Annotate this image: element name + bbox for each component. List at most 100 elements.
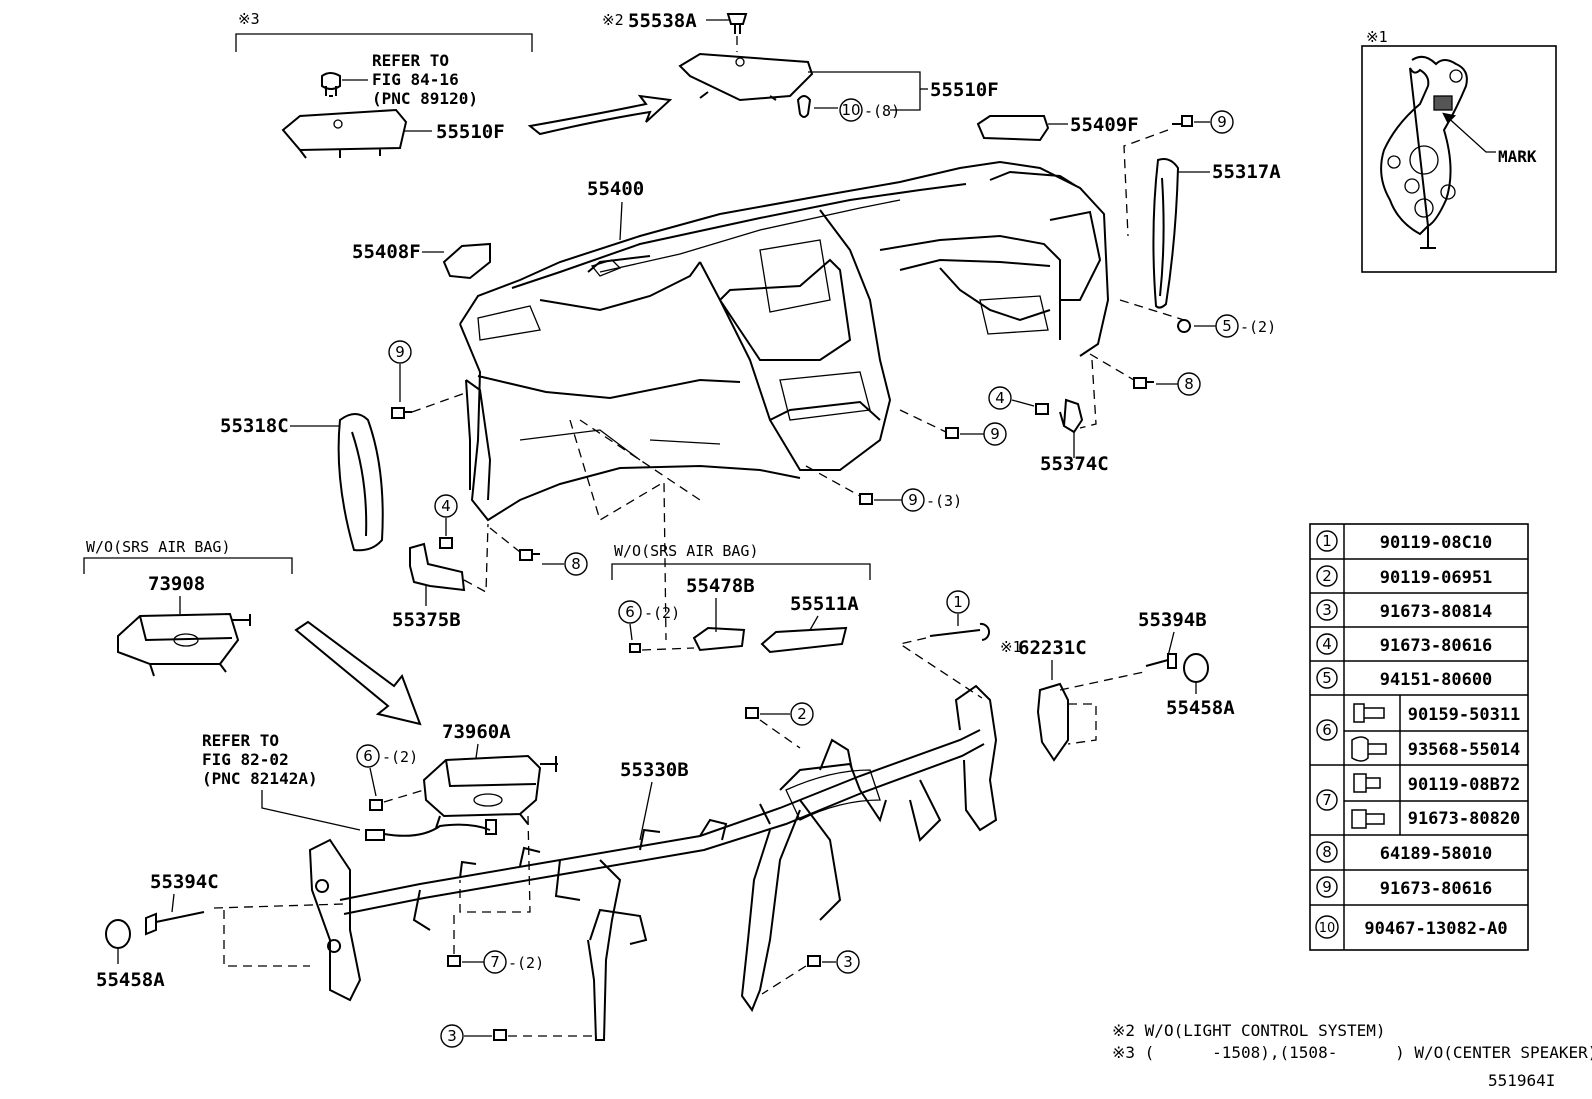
callout-1: 1 xyxy=(953,593,963,611)
reinforcement-55330b-part xyxy=(308,684,998,1041)
callout-9-lower: 9 xyxy=(908,491,918,509)
legend-part-7a: 90119-08B72 xyxy=(1408,775,1521,795)
callout-8-right: 8 xyxy=(1184,375,1194,393)
label-55374c: 55374C xyxy=(1040,453,1109,475)
label-73960a: 73960A xyxy=(442,721,511,743)
direction-arrow xyxy=(527,94,673,136)
legend-row-1: 1 90119-08C10 xyxy=(1316,530,1493,553)
legend-no-3: 3 xyxy=(1322,601,1332,619)
screw-icon-6b xyxy=(1351,736,1387,762)
refer-fig-82-02-line2: FIG 82-02 xyxy=(202,750,289,769)
group-55318c: 55318C 9 xyxy=(220,340,469,552)
panel-55400-part xyxy=(459,160,1110,522)
bracket-62231c-part xyxy=(1036,682,1069,762)
legend-no-8: 8 xyxy=(1322,843,1332,861)
legend-no-1: 1 xyxy=(1322,532,1332,550)
callout-9-top: 9 xyxy=(1217,113,1227,131)
legend-part-8: 64189-58010 xyxy=(1380,844,1493,864)
legend-part-10: 90467-13082-A0 xyxy=(1364,919,1507,939)
callout-4-right: 4 xyxy=(995,389,1005,407)
group-73908: W/O(SRS AIR BAG) 73908 xyxy=(83,538,422,726)
group-55408f: 55408F xyxy=(352,241,491,280)
label-55394c: 55394C xyxy=(150,871,219,893)
refer-fig-84-16-line1: REFER TO xyxy=(372,51,449,70)
note-mark1-inline: ※1 xyxy=(1000,638,1022,656)
label-55318c: 55318C xyxy=(220,415,289,437)
label-55409f: 55409F xyxy=(1070,114,1139,136)
callout-6-left-qty: -(2) xyxy=(382,748,418,766)
group-62231c: 1 ※1 62231C 55394B 55458A xyxy=(898,590,1235,762)
label-55458a-left: 55458A xyxy=(96,969,165,991)
group-55510f-top: ※2 55538A 10 -(8) 55510F xyxy=(602,10,999,122)
clip-10-part xyxy=(796,95,812,118)
footnote-mark2: ※2 W/O(LIGHT CONTROL SYSTEM) xyxy=(1112,1021,1386,1040)
group-55478b-55511a: W/O(SRS AIR BAG) 55478B 55511A 6 -(2) xyxy=(611,542,871,654)
callout-10-qty: -(8) xyxy=(864,102,900,120)
legend-part-4: 91673-80616 xyxy=(1380,636,1493,656)
trim-55317a-part xyxy=(1152,158,1180,309)
airbag-73960a-part xyxy=(422,754,558,829)
legend-part-9: 91673-80616 xyxy=(1380,879,1493,899)
bolt-55394c-part xyxy=(145,911,205,936)
bracket-73908-part xyxy=(117,612,251,677)
bolt-1-part xyxy=(929,622,991,641)
footnotes: ※2 W/O(LIGHT CONTROL SYSTEM) ※3 ( -1508)… xyxy=(1112,1021,1592,1090)
label-55458a-right: 55458A xyxy=(1166,697,1235,719)
callout-6-top-qty: -(2) xyxy=(644,604,680,622)
cap-55458a-right-part xyxy=(1183,653,1209,683)
label-55511a: 55511A xyxy=(790,593,859,615)
callout-10: 10 xyxy=(841,101,860,119)
legend-part-1: 90119-08C10 xyxy=(1380,533,1493,553)
inset-mark1: ※1 xyxy=(1366,28,1388,46)
legend-part-6a: 90159-50311 xyxy=(1408,705,1521,725)
callout-5-qty: -(2) xyxy=(1240,318,1276,336)
refer-fig-82-02-line3: (PNC 82142A) xyxy=(202,769,318,788)
inset-mark-1: ※1 MARK xyxy=(1361,28,1557,273)
legend-no-4: 4 xyxy=(1322,635,1332,653)
callout-9-center: 9 xyxy=(990,425,1000,443)
bolt-55394b-part xyxy=(1145,653,1177,669)
callout-6-left: 6 xyxy=(363,747,373,765)
trim-55318c-part xyxy=(337,413,384,552)
note-wo-srs-airbag-2: W/O(SRS AIR BAG) xyxy=(614,542,759,560)
group-right-fasteners: 5 -(2) 8 4 55374C 9 9 -(3) xyxy=(805,299,1276,512)
note-wo-srs-airbag-1: W/O(SRS AIR BAG) xyxy=(86,538,231,556)
callout-7-qty: -(2) xyxy=(508,954,544,972)
callout-3-bottom: 3 xyxy=(447,1027,457,1045)
label-55317a: 55317A xyxy=(1212,161,1281,183)
callout-2: 2 xyxy=(797,705,807,723)
screw-icon-6a xyxy=(1353,703,1385,723)
label-62231c: 62231C xyxy=(1018,637,1087,659)
cap-55458a-left-part xyxy=(105,919,131,949)
cover-55511a-part xyxy=(760,626,848,654)
callout-4-left: 4 xyxy=(441,497,451,515)
note-mark2: ※2 xyxy=(602,11,624,29)
callout-9-lower-qty: -(3) xyxy=(926,492,962,510)
legend-part-3: 91673-80814 xyxy=(1380,602,1493,622)
label-55408f: 55408F xyxy=(352,241,421,263)
legend-no-9: 9 xyxy=(1322,878,1332,896)
callout-8-left: 8 xyxy=(571,555,581,573)
legend-part-2: 90119-06951 xyxy=(1380,568,1493,588)
inset-mark-label: MARK xyxy=(1498,147,1537,166)
cover-55510f-left-part xyxy=(281,108,408,159)
plug-55538a-part xyxy=(726,13,748,34)
cover-55409f-part xyxy=(976,115,1050,142)
callout-5: 5 xyxy=(1222,317,1232,335)
legend-row-8: 8 64189-58010 xyxy=(1316,841,1493,864)
bracket-55375b-part xyxy=(409,542,466,592)
footnote-mark3: ※3 ( -1508),(1508- ) W/O(CENTER SPEAKER) xyxy=(1112,1043,1592,1062)
group-55317a: 55317A xyxy=(1152,158,1281,309)
label-55394b: 55394B xyxy=(1138,609,1207,631)
label-55400: 55400 xyxy=(587,178,644,200)
label-55330b: 55330B xyxy=(620,759,689,781)
callout-7: 7 xyxy=(490,953,500,971)
group-55330b: 55330B 55394C 55458A 2 7 -(2) 3 3 xyxy=(96,684,998,1048)
cover-55510f-top-part xyxy=(678,52,814,102)
label-55538a: 55538A xyxy=(628,10,697,32)
legend-row-3: 3 91673-80814 xyxy=(1316,599,1493,622)
legend-part-7b: 91673-80820 xyxy=(1408,809,1521,829)
legend-row-5: 5 94151-80600 xyxy=(1316,667,1492,690)
legend-no-10: 10 xyxy=(1319,921,1336,936)
